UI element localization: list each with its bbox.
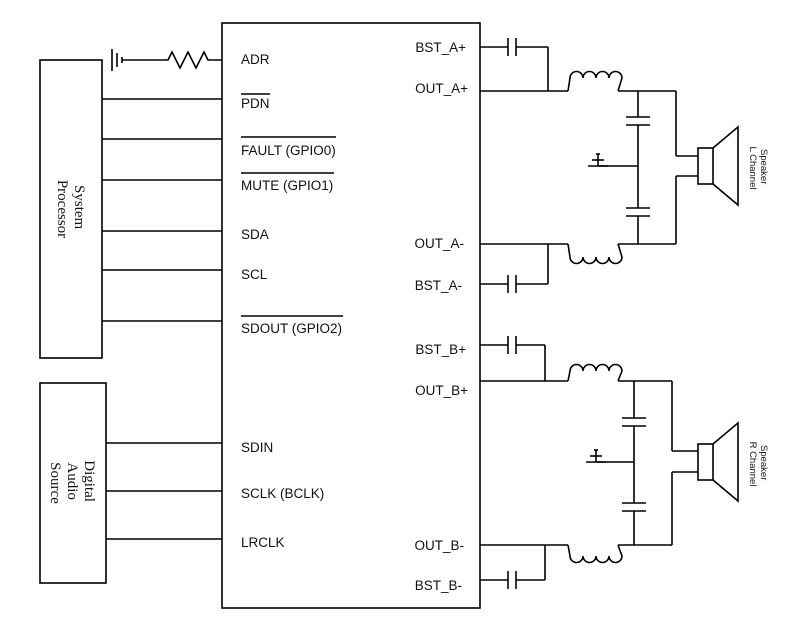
- digital-audio-source-block: [39, 382, 107, 584]
- pin-pdn: PDN: [241, 96, 270, 111]
- output-stage-b: [480, 336, 698, 589]
- pin-bst-b-minus: BST_B-: [415, 578, 462, 593]
- pin-fault: FAULT (GPIO0): [241, 143, 336, 158]
- pin-bst-b-plus: BST_B+: [415, 342, 466, 357]
- output-stage-a: [480, 38, 698, 293]
- pin-adr: ADR: [241, 52, 270, 67]
- pin-out-a-plus: OUT_A+: [415, 81, 468, 96]
- pin-sdin: SDIN: [241, 440, 273, 455]
- ground-icon: [111, 49, 123, 71]
- pin-sdout: SDOUT (GPIO2): [241, 321, 342, 336]
- pin-scl: SCL: [241, 267, 268, 282]
- pin-bst-a-plus: BST_A+: [415, 40, 466, 55]
- adr-resistor-wire: [122, 50, 222, 70]
- pin-lrclk: LRCLK: [241, 535, 285, 550]
- speaker-right-icon: [697, 421, 739, 503]
- speaker-left-icon: [697, 125, 739, 207]
- pin-sclk: SCLK (BCLK): [241, 486, 324, 501]
- speaker-left-label: Speaker L Channel: [747, 147, 769, 190]
- pin-mute: MUTE (GPIO1): [241, 178, 333, 193]
- system-processor-block: [39, 59, 103, 359]
- digital-audio-source-label: Digital Audio Source: [47, 460, 97, 505]
- pin-sda: SDA: [241, 227, 269, 242]
- pin-out-a-minus: OUT_A-: [414, 236, 464, 251]
- pin-bst-a-minus: BST_A-: [415, 278, 462, 293]
- system-processor-label: System Processor: [54, 180, 87, 238]
- speaker-right-label: Speaker R Channel: [747, 442, 769, 487]
- pin-out-b-plus: OUT_B+: [415, 383, 468, 398]
- pin-out-b-minus: OUT_B-: [414, 538, 464, 553]
